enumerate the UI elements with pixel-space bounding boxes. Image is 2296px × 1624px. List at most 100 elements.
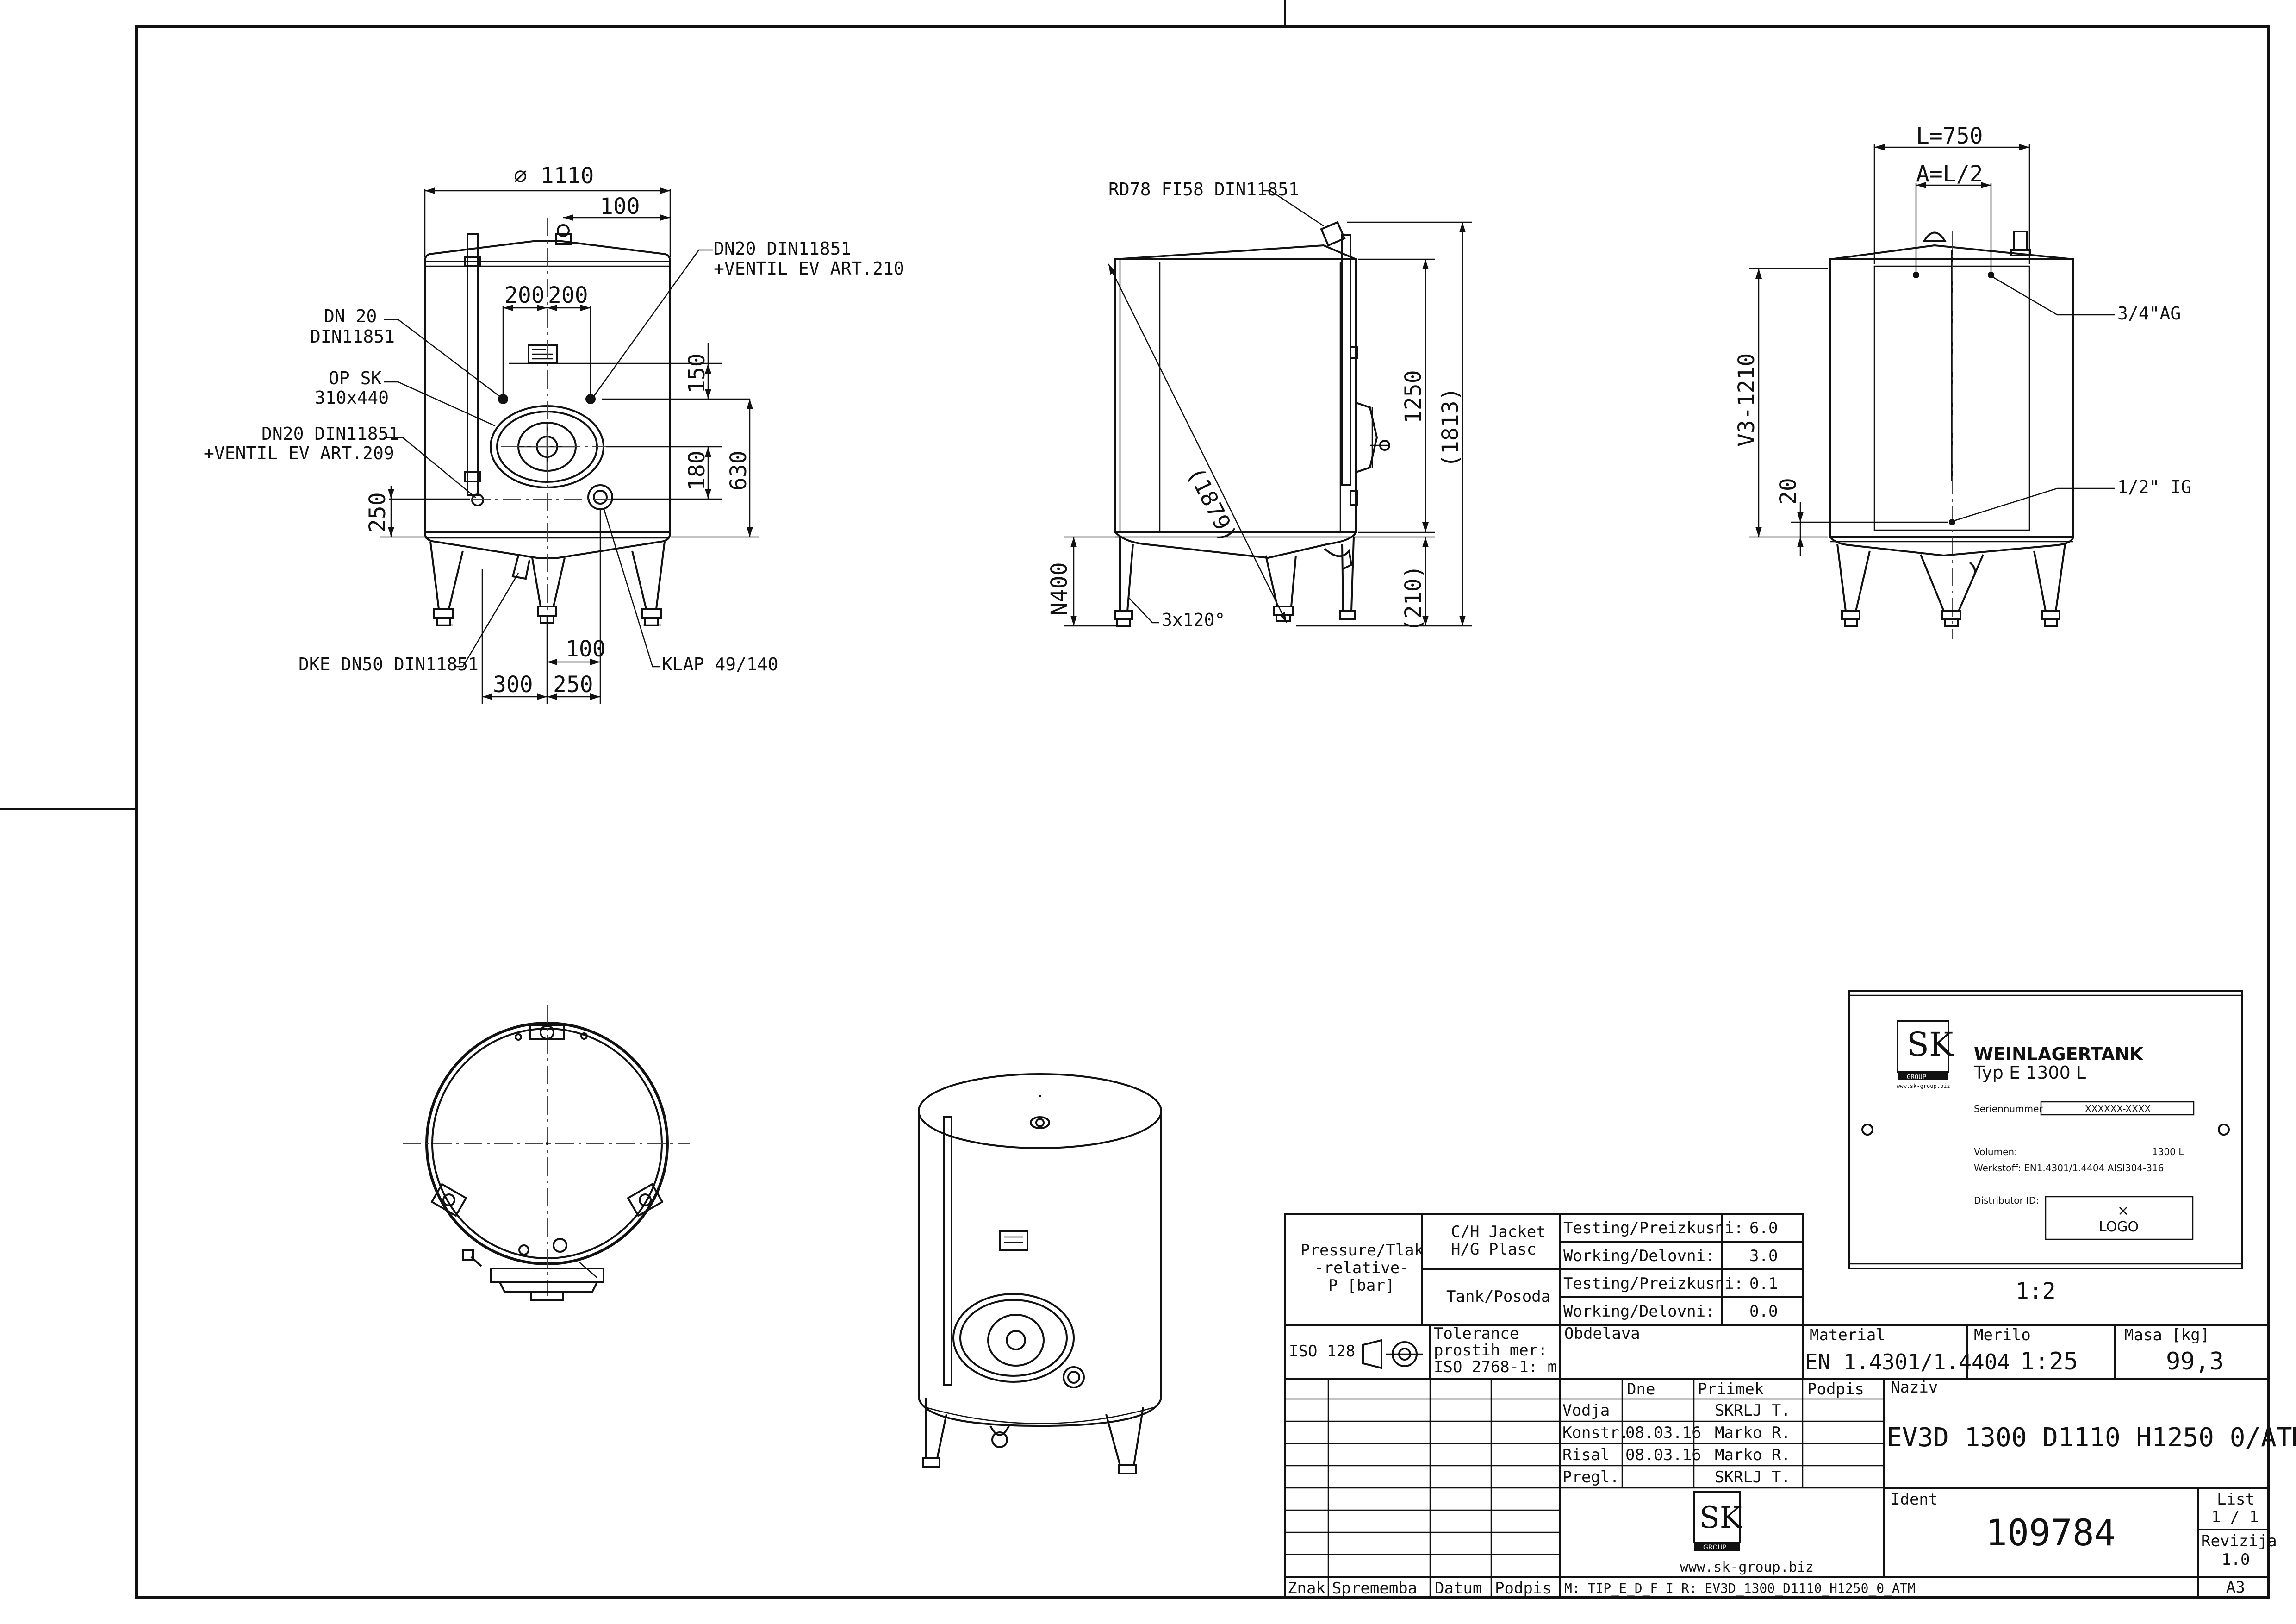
- dim-200-left: 200: [504, 282, 545, 308]
- naziv-value: EV3D 1300 D1110 H1250 0/ATM: [1886, 1423, 2296, 1453]
- dim-20: 20: [1775, 478, 1801, 505]
- svg-text:SK: SK: [1699, 1501, 1742, 1535]
- dim-n400: N400: [1046, 562, 1072, 616]
- role-1-name: SKRLJ T.: [1715, 1401, 1791, 1420]
- dim-a-l2: A=L/2: [1916, 161, 1983, 187]
- callout-34ag: 3/4"AG: [2117, 303, 2181, 324]
- nameplate-title-1: WEINLAGERTANK: [1974, 1044, 2144, 1064]
- role-4-name: SKRLJ T.: [1715, 1468, 1791, 1487]
- dim-210: (210): [1400, 565, 1426, 632]
- rev-col-podpis: Podpis: [1495, 1579, 1552, 1598]
- pressure-row-2-value: 3.0: [1749, 1247, 1778, 1265]
- obdelava-label: Obdelava: [1564, 1324, 1640, 1343]
- dim-630: 630: [726, 450, 752, 491]
- dim-diameter: ∅ 1110: [514, 163, 594, 189]
- merilo-label: Merilo: [1974, 1326, 2031, 1344]
- pressure-row-4-label: Working/Delovni:: [1563, 1302, 1715, 1321]
- callout-dn20-line2: DIN11851: [310, 326, 395, 347]
- tolerance-line-1: Tolerance: [1434, 1324, 1519, 1343]
- projection-symbol: [1362, 1339, 1382, 1369]
- front-view: ∅ 1110 100 200 200 150 180 630 250: [204, 163, 904, 704]
- material-value: EN 1.4301/1.4404: [1805, 1349, 2010, 1374]
- nameplate-group-text: GROUP: [1907, 1074, 1926, 1081]
- nameplate-serial-label: Seriennummer: [1974, 1103, 2043, 1114]
- col-dne: Dne: [1627, 1380, 1655, 1399]
- nozzle-dn20-valve-209: [471, 493, 484, 506]
- dim-100-bottom: 100: [566, 636, 606, 662]
- merilo-value: 1:25: [2020, 1348, 2078, 1375]
- side-tank-body: [1114, 258, 1357, 533]
- dim-100-top: 100: [600, 194, 640, 219]
- role-4: Pregl.: [1562, 1468, 1619, 1487]
- dim-150: 150: [684, 353, 710, 394]
- dim-1813: (1813): [1437, 387, 1463, 468]
- callout-legs: 3x120°: [1162, 610, 1225, 630]
- pressure-row-2-label: Working/Delovni:: [1563, 1247, 1715, 1265]
- callout-dn20-valve209-line1: DN20 DIN11851: [261, 424, 399, 444]
- callout-dke-dn50: DKE DN50 DIN11851: [299, 654, 479, 675]
- pressure-row-1-value: 6.0: [1749, 1219, 1778, 1237]
- role-3: Risal: [1562, 1446, 1610, 1464]
- role-2-name: Marko R.: [1715, 1424, 1791, 1442]
- pressure-row-1-label: Testing/Preizkusni:: [1563, 1219, 1743, 1237]
- jacket-label-2: H/G Plasc: [1451, 1240, 1536, 1259]
- pressure-label-2: -relative-: [1314, 1259, 1409, 1277]
- revizija-label: Revizija: [2201, 1532, 2277, 1550]
- tolerance-line-3: ISO 2768-1: m: [1434, 1358, 1557, 1376]
- nameplate-scale: 1:2: [2016, 1278, 2056, 1304]
- svg-text:SK: SK: [1907, 1025, 1954, 1063]
- dim-180: 180: [684, 450, 710, 491]
- rev-col-sprememba: Sprememba: [1332, 1579, 1417, 1598]
- role-3-date: 08.03.16: [1625, 1446, 1701, 1464]
- side-view: (1879) 1250 (1813) (210) N400 RD78 FI58 …: [1046, 179, 1472, 632]
- pressure-row-4-value: 0.0: [1749, 1302, 1778, 1321]
- callout-opsk-line1: OP SK: [329, 368, 382, 388]
- callout-rd78: RD78 FI58 DIN11851: [1108, 179, 1299, 200]
- dim-300: 300: [493, 672, 533, 698]
- dim-250-bottom: 250: [553, 672, 593, 698]
- list-value: 1 / 1: [2211, 1508, 2259, 1526]
- dim-l-750: L=750: [1916, 123, 1983, 149]
- title-block: ISO 128 Tolerance prostih mer: ISO 2768-…: [1284, 1324, 2296, 1599]
- title-block-url: www.sk-group.biz: [1680, 1559, 1814, 1575]
- revizija-value: 1.0: [2221, 1550, 2250, 1569]
- sheet-size: A3: [2226, 1578, 2245, 1597]
- col-podpis: Podpis: [1807, 1380, 1864, 1399]
- dim-1250: 1250: [1400, 370, 1426, 424]
- title-block-group-text: GROUP: [1703, 1544, 1726, 1551]
- rev-col-datum: Datum: [1435, 1579, 1482, 1598]
- role-2: Konstr.: [1562, 1424, 1629, 1442]
- nameplate-volume-value: 1300 L: [2152, 1146, 2184, 1157]
- callout-klap: KLAP 49/140: [662, 654, 778, 675]
- pressure-row-3-label: Testing/Preizkusni:: [1563, 1274, 1743, 1293]
- pressure-table: Pressure/Tlak -relative- P [bar] C/H Jac…: [1284, 1213, 1804, 1326]
- list-label: List: [2217, 1490, 2255, 1509]
- nameplate-logo-text: LOGO: [2099, 1219, 2139, 1235]
- callout-dn20-valve210-line2: +VENTIL EV ART.210: [714, 258, 904, 279]
- isometric-view: [918, 1073, 1162, 1474]
- callout-opsk-line2: 310x440: [315, 387, 389, 408]
- ident-value: 109784: [1985, 1512, 2116, 1554]
- col-priimek: Priimek: [1698, 1380, 1764, 1399]
- jacket-label-1: C/H Jacket: [1451, 1223, 1546, 1241]
- callout-dn20-valve210-line1: DN20 DIN11851: [714, 238, 851, 259]
- dim-v3-1210: V3-1210: [1734, 353, 1760, 447]
- nameplate-frame: SK GROUP www.sk-group.biz WEINLAGERTANK …: [1848, 990, 2243, 1304]
- tank-label: Tank/Posoda: [1446, 1287, 1550, 1306]
- callout-dn20-line1: DN 20: [324, 306, 377, 326]
- nameplate-title-2: Typ E 1300 L: [1973, 1062, 2086, 1083]
- material-label: Material: [1810, 1326, 1885, 1344]
- rear-view: L=750 A=L/2 V3-1210 20 3/4"AG 1/2" IG: [1734, 123, 2191, 639]
- ident-label: Ident: [1891, 1490, 1938, 1509]
- pressure-label-3: P [bar]: [1328, 1276, 1394, 1295]
- nameplate-url: www.sk-group.biz: [1897, 1083, 1950, 1089]
- nameplate-logo-x: ×: [2117, 1203, 2129, 1219]
- iso-128-label: ISO 128: [1289, 1342, 1355, 1361]
- dim-250-left: 250: [365, 492, 391, 532]
- sheet-frame: [0, 0, 2270, 1599]
- nameplate-serial-value: XXXXXX-XXXX: [2085, 1103, 2151, 1114]
- dim-200-right: 200: [548, 282, 588, 308]
- nameplate-volume-label: Volumen:: [1974, 1146, 2017, 1157]
- role-2-date: 08.03.16: [1625, 1424, 1701, 1442]
